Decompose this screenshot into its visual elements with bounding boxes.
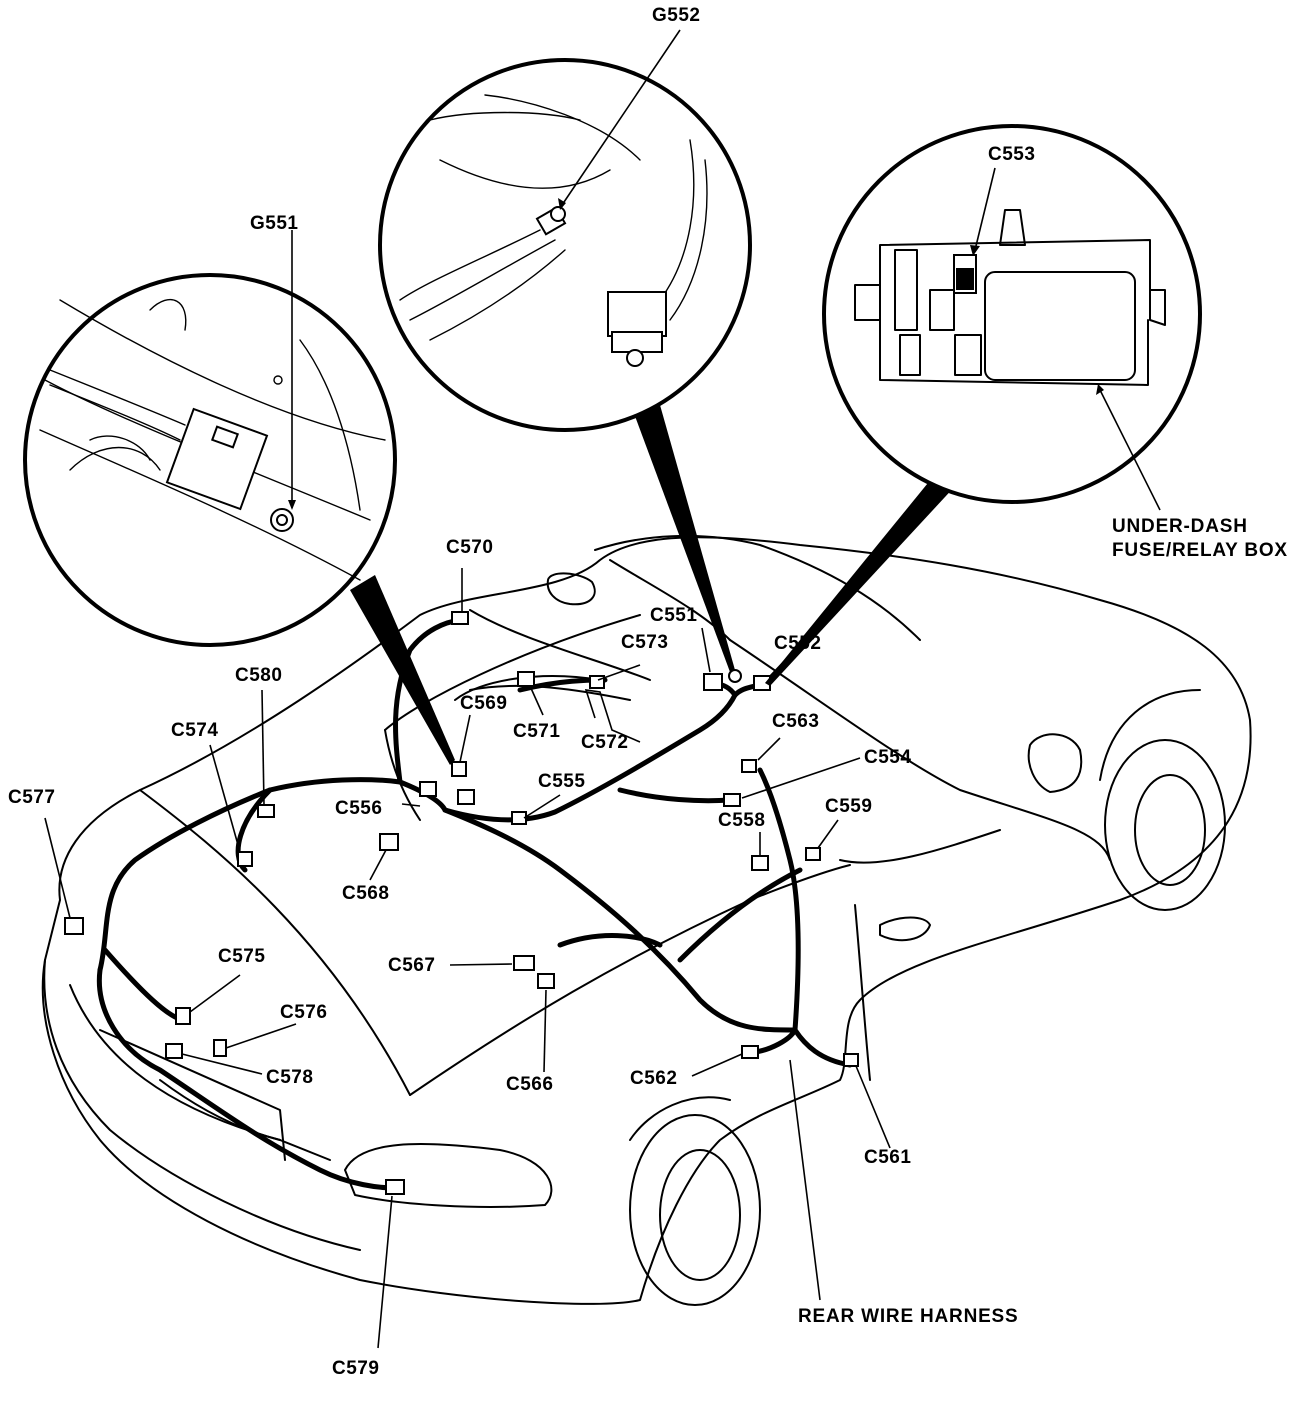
label-c563: C563 xyxy=(772,711,819,732)
label-c551: C551 xyxy=(650,605,697,626)
connector-c563 xyxy=(741,759,757,773)
connector-c571 xyxy=(517,671,535,687)
connector-c576 xyxy=(213,1039,227,1057)
connector-c561 xyxy=(843,1053,859,1067)
label-fuse-relay-box: FUSE/RELAY BOX xyxy=(1112,540,1288,561)
label-c566: C566 xyxy=(506,1074,553,1095)
label-c562: C562 xyxy=(630,1068,677,1089)
connector-c574 xyxy=(237,851,253,867)
connector-c554 xyxy=(723,793,741,807)
label-c579: C579 xyxy=(332,1358,379,1379)
label-c580: C580 xyxy=(235,665,282,686)
label-c570: C570 xyxy=(446,537,493,558)
connector-c558 xyxy=(751,855,769,871)
leader-lines xyxy=(44,568,891,1349)
label-c555: C555 xyxy=(538,771,585,792)
label-c572: C572 xyxy=(581,732,628,753)
label-c574: C574 xyxy=(171,720,218,741)
ground-point xyxy=(728,669,742,683)
car-body xyxy=(41,534,1252,1306)
label-c569: C569 xyxy=(460,693,507,714)
connector-c551 xyxy=(703,673,723,691)
connector-c566 xyxy=(537,973,555,989)
label-c578: C578 xyxy=(266,1067,313,1088)
connector-c556a xyxy=(419,781,437,797)
label-c552: C552 xyxy=(774,633,821,654)
label-rear-wire-harness: REAR WIRE HARNESS xyxy=(798,1306,1019,1327)
connector-c570 xyxy=(451,611,469,625)
connector-c569 xyxy=(451,761,467,777)
label-g551: G551 xyxy=(250,213,298,234)
label-c553: C553 xyxy=(988,144,1035,165)
label-c556: C556 xyxy=(335,798,382,819)
connector-c579 xyxy=(385,1179,405,1195)
label-under-dash: UNDER-DASH xyxy=(1112,516,1248,537)
label-c577: C577 xyxy=(8,787,55,808)
connector-c577 xyxy=(64,917,84,935)
callout-pointers xyxy=(350,405,970,765)
labels: G552 G551 C553 UNDER-DASH FUSE/RELAY BOX… xyxy=(8,5,1288,1379)
detail-circle-g552 xyxy=(378,29,752,432)
detail-circle-c553 xyxy=(822,124,1202,511)
connector-c575 xyxy=(175,1007,191,1025)
connector-c562 xyxy=(741,1045,759,1059)
connector-c580 xyxy=(257,804,275,818)
connector-c559 xyxy=(805,847,821,861)
label-c568: C568 xyxy=(342,883,389,904)
label-c576: C576 xyxy=(280,1002,327,1023)
label-c561: C561 xyxy=(864,1147,911,1168)
label-c558: C558 xyxy=(718,810,765,831)
label-c559: C559 xyxy=(825,796,872,817)
label-g552: G552 xyxy=(652,5,700,26)
connector-c556b xyxy=(457,789,475,805)
connector-c568 xyxy=(379,833,399,851)
wire-harness xyxy=(96,617,853,1191)
connector-c567 xyxy=(513,955,535,971)
label-c575: C575 xyxy=(218,946,265,967)
connector-c578 xyxy=(165,1043,183,1059)
label-c571: C571 xyxy=(513,721,560,742)
detail-circle-g551 xyxy=(23,230,397,647)
label-c554: C554 xyxy=(864,747,911,768)
label-c567: C567 xyxy=(388,955,435,976)
label-c573: C573 xyxy=(621,632,668,653)
connector-c555 xyxy=(511,811,527,825)
